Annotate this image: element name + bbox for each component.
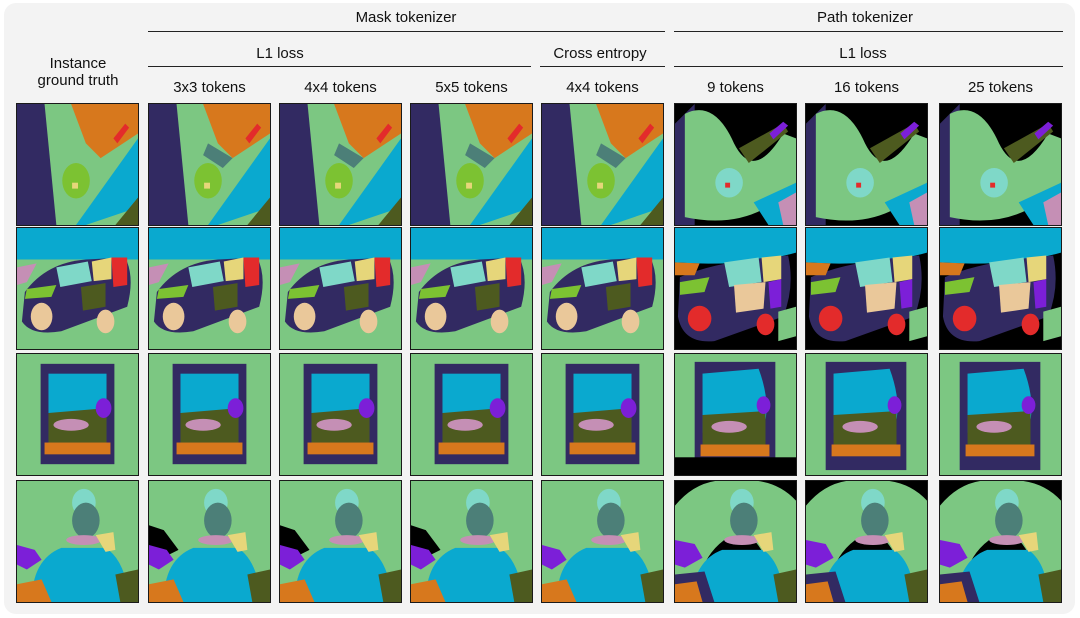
segmentation-cell-r2-c4 xyxy=(410,227,533,350)
segmentation-cell-r1-c2 xyxy=(148,103,271,226)
column-header-5x5-tokens: 5x5 tokens xyxy=(435,79,508,96)
segmentation-cell-r2-c5 xyxy=(541,227,664,350)
row-header-line2: ground truth xyxy=(37,72,119,89)
column-header-4x4-tokens-ce: 4x4 tokens xyxy=(566,79,639,96)
segmentation-cell-r2-c1 xyxy=(16,227,139,350)
segmentation-cell-r4-c8 xyxy=(939,480,1062,603)
segmentation-cell-r4-c7 xyxy=(805,480,928,603)
segmentation-cell-r2-c8 xyxy=(939,227,1062,350)
segmentation-cell-r3-c1 xyxy=(16,353,139,476)
segmentation-cell-r3-c7 xyxy=(805,353,928,476)
group-rule-mask xyxy=(148,31,665,32)
segmentation-cell-r3-c4 xyxy=(410,353,533,476)
loss-header-l1-path: L1 loss xyxy=(839,45,887,62)
segmentation-cell-r4-c3 xyxy=(279,480,402,603)
segmentation-cell-r3-c8 xyxy=(939,353,1062,476)
segmentation-cell-r1-c3 xyxy=(279,103,402,226)
loss-rule-l1-mask xyxy=(148,66,531,67)
column-header-16-tokens: 16 tokens xyxy=(833,79,900,96)
segmentation-cell-r4-c5 xyxy=(541,480,664,603)
segmentation-cell-r3-c6 xyxy=(674,353,797,476)
segmentation-cell-r4-c4 xyxy=(410,480,533,603)
column-header-4x4-tokens: 4x4 tokens xyxy=(304,79,377,96)
group-header-path-tokenizer: Path tokenizer xyxy=(817,9,913,26)
segmentation-cell-r1-c7 xyxy=(805,103,928,226)
row-header-line1: Instance xyxy=(49,55,107,72)
column-header-25-tokens: 25 tokens xyxy=(967,79,1034,96)
segmentation-cell-r2-c6 xyxy=(674,227,797,350)
loss-header-cross-entropy: Cross entropy xyxy=(553,45,647,62)
segmentation-cell-r4-c2 xyxy=(148,480,271,603)
segmentation-cell-r4-c1 xyxy=(16,480,139,603)
segmentation-cell-r1-c8 xyxy=(939,103,1062,226)
column-header-9-tokens: 9 tokens xyxy=(707,79,764,96)
segmentation-cell-r2-c7 xyxy=(805,227,928,350)
segmentation-cell-r1-c6 xyxy=(674,103,797,226)
segmentation-cell-r3-c2 xyxy=(148,353,271,476)
segmentation-cell-r1-c1 xyxy=(16,103,139,226)
segmentation-cell-r3-c3 xyxy=(279,353,402,476)
group-header-mask-tokenizer: Mask tokenizer xyxy=(355,9,457,26)
group-rule-path xyxy=(674,31,1063,32)
segmentation-cell-r3-c5 xyxy=(541,353,664,476)
loss-header-l1-mask: L1 loss xyxy=(256,45,304,62)
segmentation-cell-r2-c2 xyxy=(148,227,271,350)
segmentation-cell-r1-c5 xyxy=(541,103,664,226)
column-header-3x3-tokens: 3x3 tokens xyxy=(173,79,246,96)
segmentation-cell-r4-c6 xyxy=(674,480,797,603)
loss-rule-cross-entropy xyxy=(540,66,665,67)
loss-rule-l1-path xyxy=(674,66,1063,67)
segmentation-cell-r1-c4 xyxy=(410,103,533,226)
segmentation-cell-r2-c3 xyxy=(279,227,402,350)
